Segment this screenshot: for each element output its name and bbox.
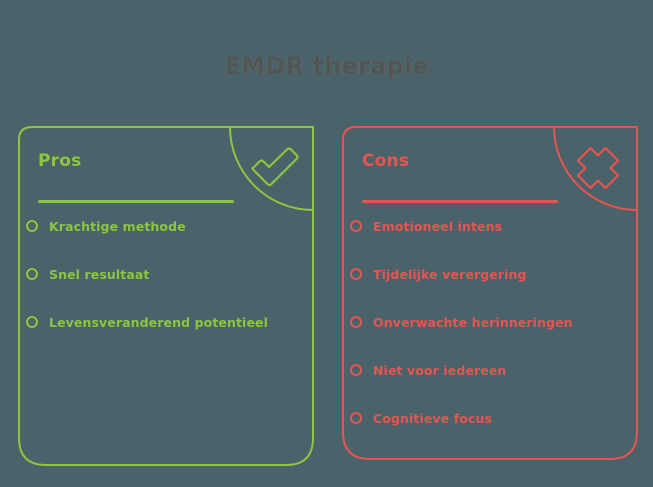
bullet-icon bbox=[350, 268, 362, 280]
bullet-icon bbox=[26, 268, 38, 280]
cons-item-label: Onverwachte herinneringen bbox=[373, 314, 573, 330]
bullet-icon bbox=[350, 316, 362, 328]
cons-heading: Cons bbox=[362, 151, 410, 171]
bullet-icon bbox=[350, 364, 362, 376]
list-item[interactable]: Emotioneel intens bbox=[350, 218, 502, 234]
cross-icon bbox=[570, 140, 626, 196]
bullet-icon bbox=[26, 220, 38, 232]
cons-item-label: Tijdelijke verergering bbox=[373, 266, 527, 282]
bullet-icon bbox=[350, 412, 362, 424]
list-item[interactable]: Levensveranderend potentieel bbox=[26, 314, 268, 330]
pros-item-label: Snel resultaat bbox=[49, 266, 150, 282]
bullet-icon bbox=[26, 316, 38, 328]
pros-heading: Pros bbox=[38, 151, 82, 171]
list-item[interactable]: Cognitieve focus bbox=[350, 410, 492, 426]
pros-item-label: Krachtige methode bbox=[49, 218, 186, 234]
cons-card-border bbox=[342, 126, 638, 460]
pros-card: Pros Krachtige methode Snel resultaat Le… bbox=[18, 126, 314, 466]
list-item[interactable]: Onverwachte herinneringen bbox=[350, 314, 573, 330]
page-title: EMDR therapie bbox=[224, 52, 429, 80]
list-item[interactable]: Tijdelijke verergering bbox=[350, 266, 527, 282]
cons-item-label: Cognitieve focus bbox=[373, 410, 492, 426]
list-item[interactable]: Niet voor iedereen bbox=[350, 362, 506, 378]
pros-item-label: Levensveranderend potentieel bbox=[49, 314, 268, 330]
cons-item-label: Niet voor iedereen bbox=[373, 362, 507, 378]
cons-item-label: Emotioneel intens bbox=[373, 218, 503, 234]
cons-card: Cons Emotioneel intens Tijdelijke vererg… bbox=[342, 126, 638, 460]
bullet-icon bbox=[350, 220, 362, 232]
pros-divider bbox=[38, 200, 234, 203]
pros-card-border bbox=[18, 126, 314, 466]
list-item[interactable]: Snel resultaat bbox=[26, 266, 150, 282]
cons-divider bbox=[362, 200, 558, 203]
check-icon bbox=[246, 140, 302, 196]
list-item[interactable]: Krachtige methode bbox=[26, 218, 186, 234]
